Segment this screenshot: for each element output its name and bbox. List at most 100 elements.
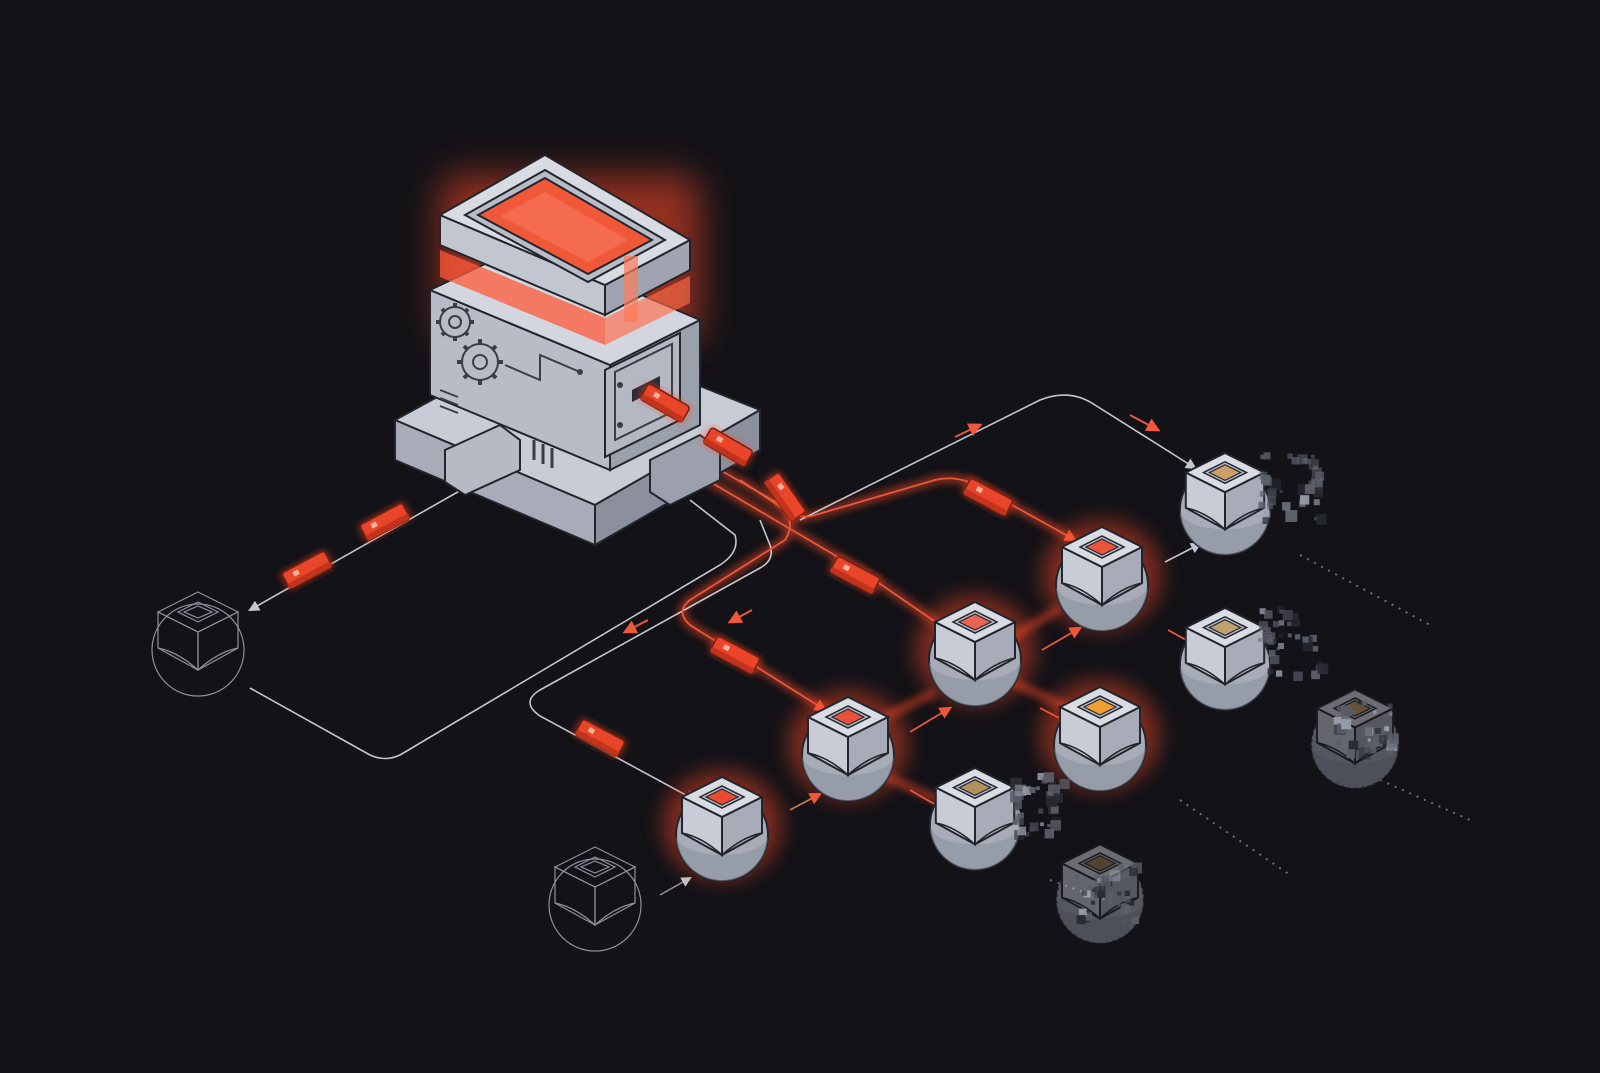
- debris-particle: [1279, 609, 1283, 614]
- data-packet: [708, 635, 762, 675]
- debris-particle: [1124, 896, 1131, 903]
- debris-particle: [1311, 670, 1320, 680]
- debris-particle: [1372, 736, 1383, 747]
- debris-particle: [1044, 829, 1055, 839]
- data-packets: [280, 382, 1015, 758]
- debris-particle: [1090, 900, 1096, 905]
- debris-particle: [1262, 631, 1272, 642]
- debris-particle: [1358, 700, 1362, 705]
- debris-particle: [1016, 810, 1020, 814]
- wire-orange-a: [689, 469, 953, 634]
- debris-particle: [1361, 700, 1367, 706]
- debris-particle: [1294, 634, 1301, 640]
- debris-particle: [1336, 741, 1341, 745]
- debris-particle: [1278, 633, 1284, 638]
- debris-particle: [1262, 517, 1270, 525]
- nodes: [151, 451, 1400, 952]
- debris-particle: [1014, 816, 1024, 826]
- debris-particle: [1053, 793, 1063, 803]
- debris-particle: [1261, 474, 1271, 485]
- debris-particle: [1038, 808, 1044, 814]
- node-c: [915, 595, 1035, 707]
- debris-particle: [1079, 917, 1083, 921]
- debris-particle: [1047, 824, 1051, 828]
- debris-particle: [1287, 633, 1292, 638]
- debris-particle: [1270, 655, 1280, 665]
- debris-particle: [1287, 453, 1293, 459]
- debris-particle: [1304, 484, 1315, 494]
- debris-particle: [1299, 495, 1310, 505]
- debris-particle: [1262, 510, 1271, 519]
- debris-particle: [1282, 502, 1291, 511]
- debris-particle: [1278, 643, 1285, 649]
- node-d: [662, 770, 782, 882]
- debris-particle: [1346, 749, 1356, 758]
- debris-particle: [1340, 705, 1352, 717]
- ghost-wire-bottom: [659, 876, 692, 896]
- debris-particle: [1367, 738, 1371, 742]
- debris-particle: [1084, 912, 1093, 921]
- debris-particle: [1333, 717, 1342, 725]
- debris-particle: [1311, 478, 1323, 490]
- debris-particle: [1305, 458, 1312, 465]
- debris-particle: [1285, 510, 1298, 522]
- debris-particle: [1050, 805, 1059, 814]
- debris-particle: [1029, 822, 1039, 832]
- debris-particle: [1081, 890, 1088, 896]
- debris-particle: [1043, 772, 1054, 783]
- debris-particle: [1128, 900, 1135, 906]
- data-packet: [828, 555, 882, 595]
- debris-particle: [1269, 478, 1281, 490]
- debris-particle: [1010, 777, 1023, 790]
- debris-particle: [1388, 733, 1399, 744]
- debris-particle: [1131, 916, 1140, 925]
- debris-particle: [1014, 807, 1020, 812]
- wire-d-to-a: [789, 792, 823, 811]
- debris-particle: [1302, 458, 1308, 464]
- debris-particle: [1273, 638, 1277, 643]
- debris-particle: [1258, 621, 1269, 631]
- debris-particle: [1389, 712, 1393, 716]
- debris-particle: [1358, 747, 1371, 760]
- debris-particle: [1276, 605, 1285, 614]
- debris-particle: [1059, 778, 1070, 789]
- debris-particle: [1109, 870, 1121, 882]
- debris-particle: [1014, 784, 1027, 796]
- node-ghost-bottom: [548, 846, 642, 952]
- node-b: [1042, 520, 1162, 632]
- debris-particle: [1387, 703, 1393, 709]
- data-packet: [280, 550, 334, 590]
- debris-particle: [1010, 790, 1022, 803]
- debris-particle: [1287, 621, 1292, 626]
- debris-particle: [1018, 812, 1024, 818]
- debris-particle: [1379, 735, 1388, 744]
- node-f: [1178, 451, 1272, 556]
- debris-particle: [1350, 710, 1356, 715]
- debris-particle: [1105, 891, 1115, 900]
- node-g: [1178, 606, 1272, 711]
- debris-particle: [1311, 467, 1322, 478]
- node-ghost-left: [151, 591, 245, 697]
- debris-particle: [1307, 636, 1313, 642]
- debris-particle: [1040, 822, 1044, 827]
- debris-particle: [1275, 670, 1283, 677]
- debris-particle: [1384, 726, 1389, 732]
- debris-particle: [1276, 647, 1280, 651]
- data-packet: [961, 477, 1015, 517]
- debris-particle: [1308, 459, 1320, 470]
- data-packet: [638, 382, 692, 424]
- debris-particle: [1107, 900, 1112, 905]
- debris-particle: [1373, 710, 1377, 714]
- debris-particle: [1265, 655, 1269, 659]
- debris-particle: [1094, 879, 1104, 890]
- debris-particle: [1364, 748, 1369, 753]
- gear-icon: [436, 303, 474, 341]
- debris-particle: [1297, 483, 1309, 495]
- debris-particle: [1029, 787, 1036, 794]
- debris-particle: [1267, 503, 1274, 510]
- debris-particle: [1094, 873, 1099, 879]
- debris-particle: [1074, 874, 1079, 880]
- debris-particle: [1279, 490, 1283, 494]
- debris-particle: [1317, 663, 1329, 674]
